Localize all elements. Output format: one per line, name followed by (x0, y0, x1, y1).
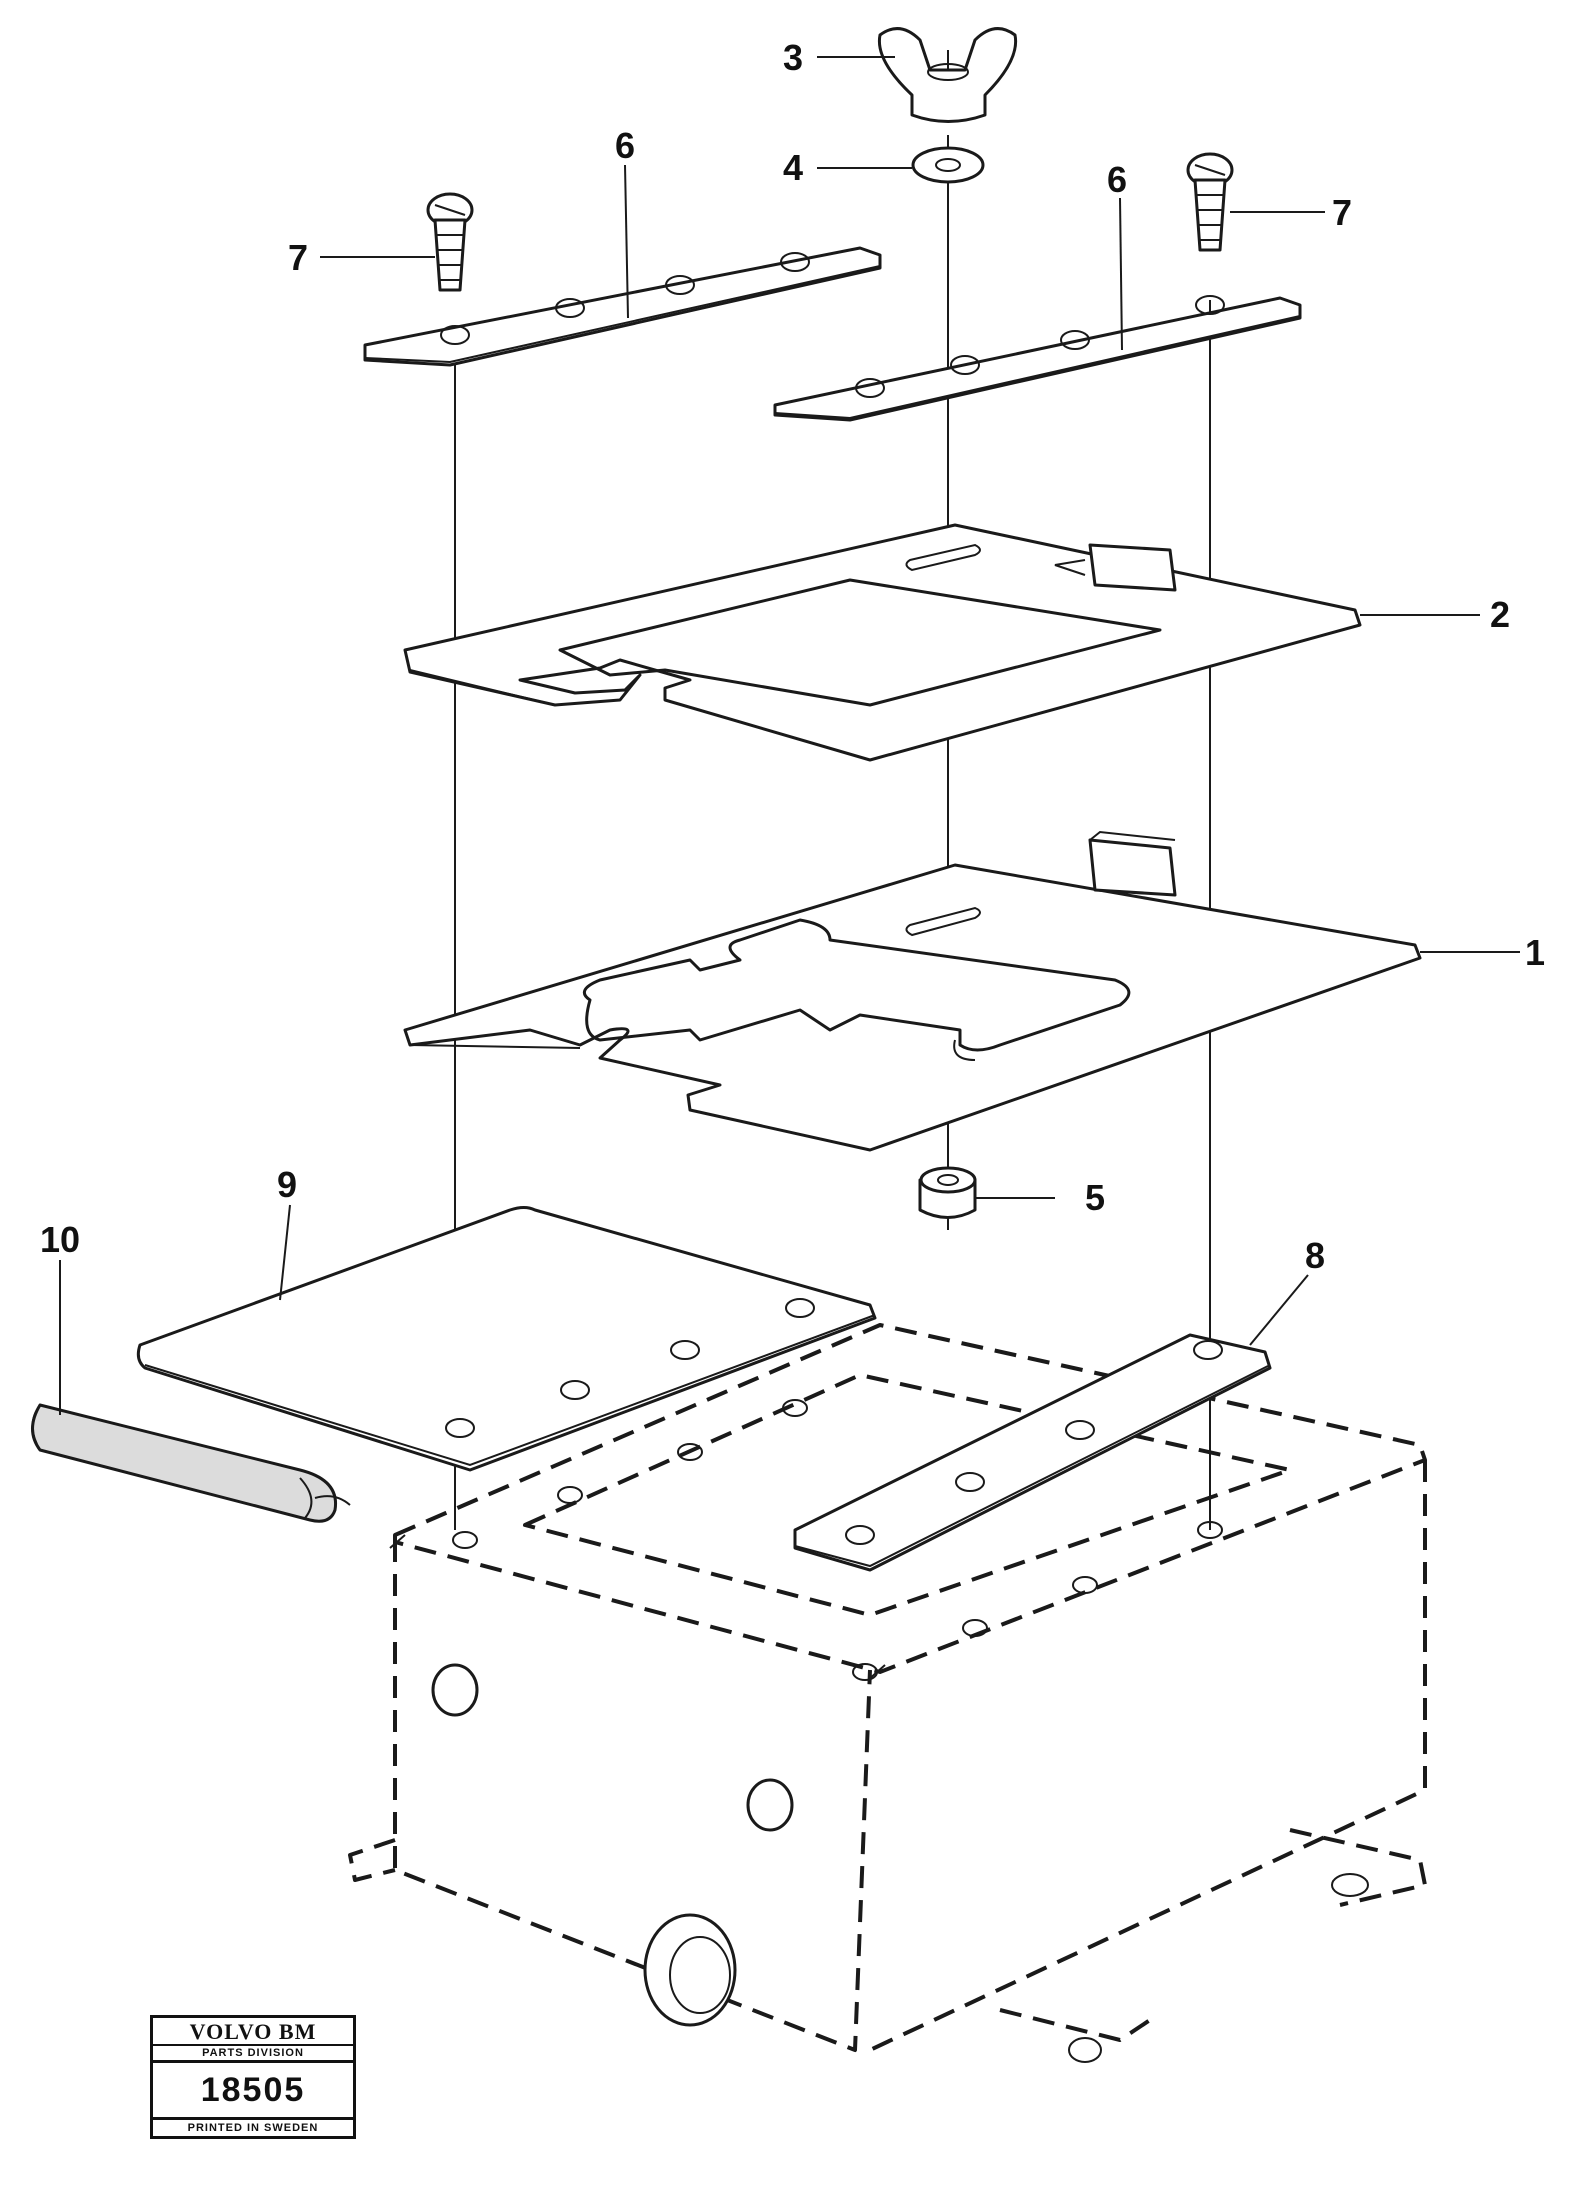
guide-strip-left-part-6 (363, 246, 882, 367)
callout-2: 2 (1490, 594, 1510, 635)
bushing-part-5 (918, 1166, 977, 1219)
screw-right-part-7 (1186, 152, 1234, 252)
callout-9: 9 (277, 1164, 297, 1205)
callout-8: 8 (1305, 1235, 1325, 1276)
callout-3: 3 (783, 37, 803, 78)
screw-left-part-7 (426, 192, 474, 292)
housing-details (431, 1399, 1369, 2063)
callout-7-right: 7 (1332, 192, 1352, 233)
wing-nut-part-3 (877, 27, 1018, 123)
callout-labels: 3 4 6 6 7 7 2 1 5 8 9 10 (40, 37, 1545, 1276)
volvo-bm-stamp: VOLVO BM PARTS DIVISION 18505 PRINTED IN… (150, 2015, 356, 2139)
stamp-brand: VOLVO BM (153, 2018, 353, 2046)
stamp-number: 18505 (153, 2063, 353, 2120)
washer-part-4 (911, 146, 985, 184)
clamp-strip-part-8 (793, 1333, 1272, 1572)
guide-strip-right-part-6 (773, 295, 1302, 422)
callout-6-left: 6 (615, 125, 635, 166)
edge-trim-part-10 (31, 1403, 351, 1523)
callout-4: 4 (783, 147, 803, 188)
gate-plate-part-1 (403, 830, 1422, 1152)
stamp-division: PARTS DIVISION (153, 2046, 353, 2063)
upper-plate-part-2 (403, 523, 1362, 762)
callout-1: 1 (1525, 932, 1545, 973)
stamp-printed: PRINTED IN SWEDEN (187, 2122, 319, 2134)
callout-10: 10 (40, 1219, 80, 1260)
callout-6-right: 6 (1107, 159, 1127, 200)
housing-box (348, 1323, 1427, 2052)
callout-5: 5 (1085, 1177, 1105, 1218)
cover-plate-part-9 (136, 1206, 877, 1472)
leader-lines (59, 56, 1520, 1415)
callout-7-left: 7 (288, 237, 308, 278)
